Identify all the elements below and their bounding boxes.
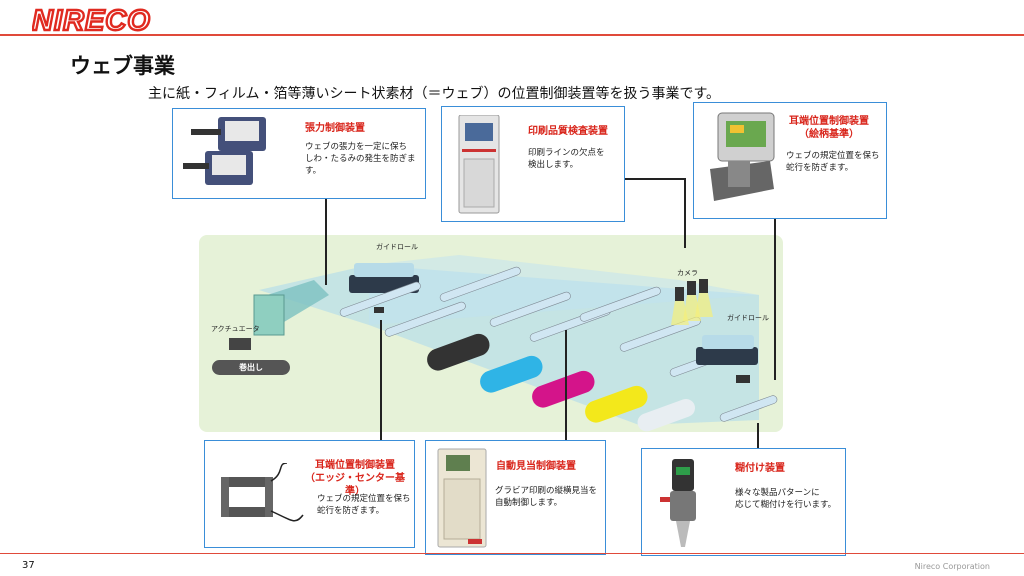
connector-edge-center: [380, 320, 382, 440]
footer-rule: [0, 553, 1024, 554]
card-tension-title: 張力制御装置: [305, 123, 365, 134]
connector-tension: [325, 197, 327, 285]
card-register-desc: グラビア印刷の縦横見当を 自動制御します。: [495, 486, 598, 508]
header-rule: [0, 34, 1024, 36]
page-subtitle: 主に紙・フィルム・箔等薄いシート状素材（＝ウェブ）の位置制御装置等を扱う事業です…: [148, 86, 721, 102]
company-name: Nireco Corporation: [914, 562, 990, 571]
inspection-device-image: [458, 115, 500, 214]
connector-inspection-v: [684, 178, 686, 248]
camera-label: カメラ: [677, 269, 698, 277]
unwind-label: 巻出し: [212, 360, 290, 375]
page-title: ウェブ事業: [70, 54, 175, 78]
connector-register: [565, 330, 567, 440]
edge-center-device-image: [221, 463, 304, 522]
card-auto-register: 自動見当制御装置 グラビア印刷の縦横見当を 自動制御します。: [425, 440, 606, 555]
svg-text:NIRECO: NIRECO: [32, 6, 151, 34]
card-edge-pattern-title: 耳端位置制御装置 （絵柄基準）: [789, 116, 869, 140]
card-gluing-desc: 様々な製品パターンに 応じて糊付けを行います。: [735, 488, 837, 510]
card-edge-center-desc: ウェブの規定位置を保ち 蛇行を防ぎます。: [317, 494, 411, 516]
card-inspection-desc: 印刷ラインの欠点を 検出します。: [528, 148, 605, 170]
guide-roll-label-1: ガイドロール: [376, 243, 418, 251]
web-line-illustration: [229, 255, 778, 432]
actuator-label: アクチュエータ: [211, 325, 260, 333]
card-edge-pattern: 耳端位置制御装置 （絵柄基準） ウェブの規定位置を保ち 蛇行を防ぎます。: [693, 102, 887, 219]
gluing-device-image: [660, 459, 696, 547]
card-edge-center-title: 耳端位置制御装置 （エッジ・センター基準）: [305, 460, 405, 497]
card-register-title: 自動見当制御装置: [496, 461, 576, 472]
tension-device-image: [183, 117, 266, 185]
card-gluing: 糊付け装置 様々な製品パターンに 応じて糊付けを行います。: [641, 448, 846, 556]
page-number: 37: [22, 560, 35, 571]
card-tension-desc: ウェブの張力を一定に保ち しわ・たるみの発生を防ぎま す。: [305, 142, 416, 176]
card-print-inspection: 印刷品質検査装置 印刷ラインの欠点を 検出します。: [441, 106, 625, 222]
guide-roll-label-2: ガイドロール: [727, 314, 769, 322]
edge-pattern-device-image: [710, 112, 775, 201]
card-inspection-title: 印刷品質検査装置: [528, 126, 608, 137]
connector-edge-pattern: [774, 217, 776, 380]
register-device-image: [437, 448, 487, 548]
connector-inspection-h: [625, 178, 685, 180]
card-edge-pattern-desc: ウェブの規定位置を保ち 蛇行を防ぎます。: [786, 151, 880, 173]
card-tension-control: 張力制御装置 ウェブの張力を一定に保ち しわ・たるみの発生を防ぎま す。: [172, 108, 426, 199]
nireco-logo: NIRECO: [32, 6, 151, 34]
card-edge-center: 耳端位置制御装置 （エッジ・センター基準） ウェブの規定位置を保ち 蛇行を防ぎま…: [204, 440, 415, 548]
connector-gluing: [757, 423, 759, 448]
card-gluing-title: 糊付け装置: [735, 463, 785, 474]
